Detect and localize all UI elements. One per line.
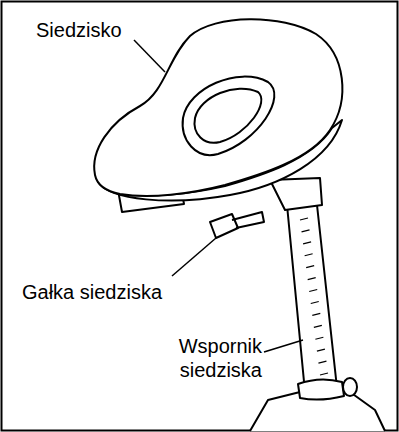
scale-tick (312, 313, 320, 315)
saddle-cutout-inner (195, 89, 262, 143)
part-label: Gałka siedziska (22, 280, 162, 304)
scale-tick (320, 373, 328, 375)
leader-line (264, 340, 303, 352)
scale-tick (306, 266, 314, 268)
part-label: Wspornik siedziska (140, 334, 262, 382)
saddle-cutout (183, 77, 275, 155)
post-scale (300, 218, 328, 375)
scale-tick (308, 278, 316, 280)
leader-line (134, 40, 165, 72)
scale-tick (311, 301, 319, 303)
scale-tick (300, 218, 308, 220)
scale-tick (303, 242, 311, 244)
scale-tick (318, 361, 326, 363)
part-label: Siedzisko (36, 18, 122, 42)
leader-line (172, 238, 216, 276)
scale-tick (305, 254, 313, 256)
scale-tick (302, 230, 310, 232)
scale-tick (314, 325, 322, 327)
saddle (94, 19, 342, 196)
seat-clamp (270, 178, 322, 210)
post-collar (298, 379, 344, 399)
knob-shaft (232, 212, 264, 228)
scale-tick (309, 290, 317, 292)
collar-knob (343, 378, 357, 396)
seat-post (287, 205, 337, 392)
scale-tick (317, 349, 325, 351)
seat-knob (210, 214, 238, 238)
scale-tick (315, 337, 323, 339)
